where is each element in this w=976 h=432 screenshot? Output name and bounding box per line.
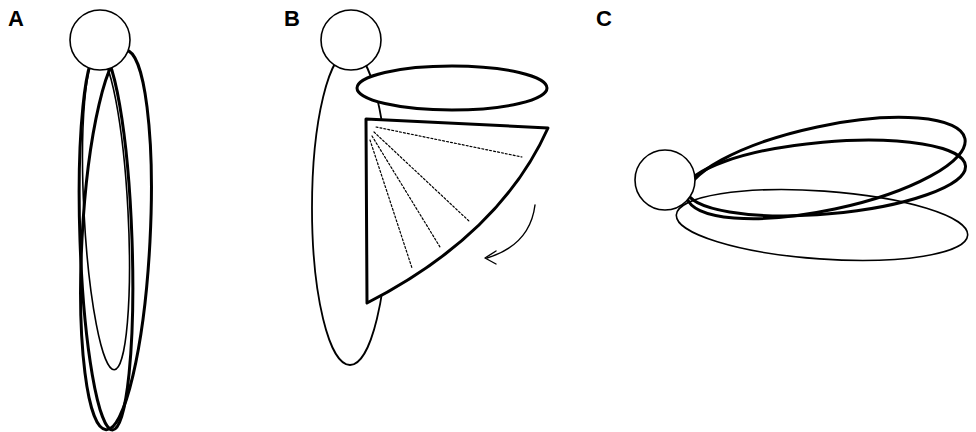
panel-letter: A xyxy=(8,8,24,30)
loop xyxy=(678,97,973,238)
fan-sector xyxy=(366,119,548,303)
panel-c-figure xyxy=(635,97,974,269)
head-circle xyxy=(635,150,695,210)
panel-b-figure xyxy=(312,10,548,365)
loop xyxy=(76,53,136,371)
loop xyxy=(683,130,968,226)
arrowhead xyxy=(485,251,496,264)
panel-letter: B xyxy=(284,8,300,30)
panel-letter: C xyxy=(596,8,612,30)
head-circle xyxy=(70,10,130,70)
loop xyxy=(72,48,160,431)
head-circle xyxy=(321,10,381,70)
fan-lines xyxy=(370,127,522,268)
loop xyxy=(357,66,547,110)
panel-a-figure xyxy=(70,10,160,432)
rotation-arrow xyxy=(487,205,535,258)
